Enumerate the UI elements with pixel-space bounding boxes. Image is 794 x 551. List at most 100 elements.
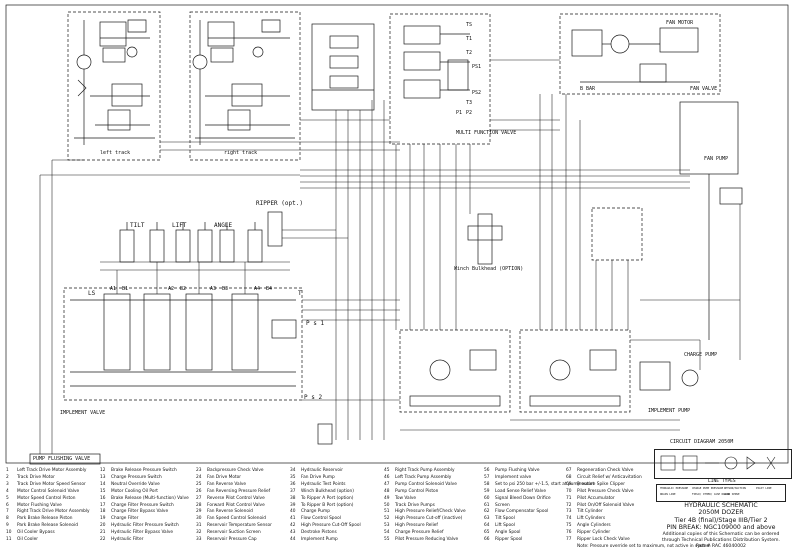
- legend-item-number: 71: [566, 495, 572, 501]
- legend-item-number: 28: [196, 502, 202, 508]
- legend-item-number: 16: [100, 495, 106, 501]
- legend-item-label: Left Track Drive Motor Assembly: [17, 468, 87, 473]
- port-b3: B3: [222, 286, 229, 292]
- port-b2: B2: [180, 286, 187, 292]
- legend-item-label: Pilot Pressure Check Valve: [577, 488, 634, 494]
- legend-item-label: Charge Pressure Switch: [111, 474, 162, 480]
- line-type-item: CHARGE PUMP PRESSURE: [692, 487, 724, 490]
- title-line-7: Part # RAC 46040002: [696, 544, 746, 549]
- legend-item: 33 Reservoir Pressure Cap: [196, 537, 272, 544]
- legend-item-number: 58: [484, 481, 490, 487]
- legend-item-number: 15: [100, 488, 106, 494]
- legend-item-number: 75: [566, 523, 572, 529]
- legend-item-label: Flow Compensator Spool: [495, 509, 549, 515]
- legend-item-label: Reservoir Pressure Cap: [207, 537, 257, 543]
- line-type-item: DRAIN LINE: [660, 493, 676, 496]
- legend-item-number: 33: [196, 537, 202, 543]
- implement-valve-body: [63, 287, 303, 401]
- legend-item-label: Backpressure Check Valve: [207, 468, 264, 473]
- label-left-track: left track: [100, 150, 131, 156]
- port-b1: B1: [122, 286, 129, 292]
- legend-item-label: Note: Pressure override set to maximum, …: [577, 543, 711, 549]
- legend-item-number: 17: [100, 502, 106, 508]
- legend-item-label: Charge Filter: [111, 516, 139, 522]
- legend-item-label: Angle Cylinders: [577, 523, 611, 529]
- legend-item-label: Pump Control Piston: [395, 488, 439, 494]
- legend-item-number: 41: [290, 516, 296, 522]
- legend-item-number: 74: [566, 516, 572, 522]
- legend-item-label: Winch Bulkhead (option): [301, 488, 354, 494]
- legend-item-label: Reverse Pilot Control Valve: [207, 495, 265, 501]
- port-ts: TS: [466, 22, 473, 28]
- legend-item-number: 47: [384, 481, 390, 487]
- legend-item-number: 53: [384, 523, 390, 529]
- legend-item-label: Pilot Accumulator: [577, 495, 615, 501]
- legend-item-number: 31: [196, 523, 202, 529]
- label-angle: ANGLE: [214, 222, 233, 229]
- legend-item-label: High Pressure Cut-off (inactive): [395, 516, 463, 522]
- legend-item-number: 24: [196, 474, 202, 480]
- legend-item-number: 54: [384, 530, 390, 536]
- legend-item-label: Left Track Pump Assembly: [395, 474, 452, 480]
- legend-item-number: 20: [100, 523, 106, 529]
- legend-item-label: To Ripper B Port (option): [301, 502, 354, 508]
- legend-item-label: Track Drive Pumps: [395, 502, 435, 508]
- port-t2: T2: [466, 50, 473, 56]
- legend-item-number: 14: [100, 481, 106, 487]
- left-track-module: [67, 11, 161, 161]
- legend-item-label: Fan Drive Pump: [301, 474, 335, 480]
- port-a1: A1: [110, 286, 117, 292]
- implement-pump-body: [399, 329, 699, 413]
- legend-item-label: Brake Release (Multi-function) Valve: [111, 495, 189, 501]
- legend-item-number: 12: [100, 468, 106, 473]
- legend-item-number: 61: [484, 502, 490, 508]
- legend-item: 71 Pilot Accumulator: [566, 496, 711, 503]
- legend-item-label: Oil Cooler Bypass: [17, 530, 55, 536]
- legend-item-label: Reservoir Temperature Sensor: [207, 523, 272, 529]
- legend-item-number: 67: [566, 468, 572, 473]
- legend-item-number: 77: [566, 537, 572, 543]
- legend-item-label: Screen: [495, 502, 510, 508]
- label-fan-pump: FAN PUMP: [704, 156, 729, 162]
- legend-item-number: 5: [6, 495, 9, 501]
- legend-item-number: 57: [484, 474, 490, 480]
- line-type-item: HYDRAULIC PRESSURE: [660, 487, 689, 490]
- legend-item-label: Implement Pump: [301, 537, 338, 543]
- legend-item-number: 19: [100, 516, 106, 522]
- right-track-module: [189, 11, 301, 161]
- port-ps2: PS2: [472, 90, 482, 96]
- legend-item-label: High Pressure Cut-Off Spool: [301, 523, 361, 529]
- legend-item-label: Hydraulic Filter Pressure Switch: [111, 523, 179, 529]
- port-ps1: PS1: [472, 64, 482, 70]
- legend-item-label: Fan Drive Motor: [207, 474, 242, 480]
- legend-item-number: 42: [290, 523, 296, 529]
- legend-item-number: 50: [384, 502, 390, 508]
- legend-item-number: 62: [484, 509, 490, 515]
- legend-item-label: Track Drive Motor Speed Sensor: [17, 481, 86, 487]
- legend-item-number: 9: [6, 523, 9, 529]
- port-a2: A2: [168, 286, 175, 292]
- label-winch: Winch Bulkhead (OPTION): [454, 266, 524, 272]
- legend-item-number: 2: [6, 474, 9, 480]
- legend-item-number: 30: [196, 516, 202, 522]
